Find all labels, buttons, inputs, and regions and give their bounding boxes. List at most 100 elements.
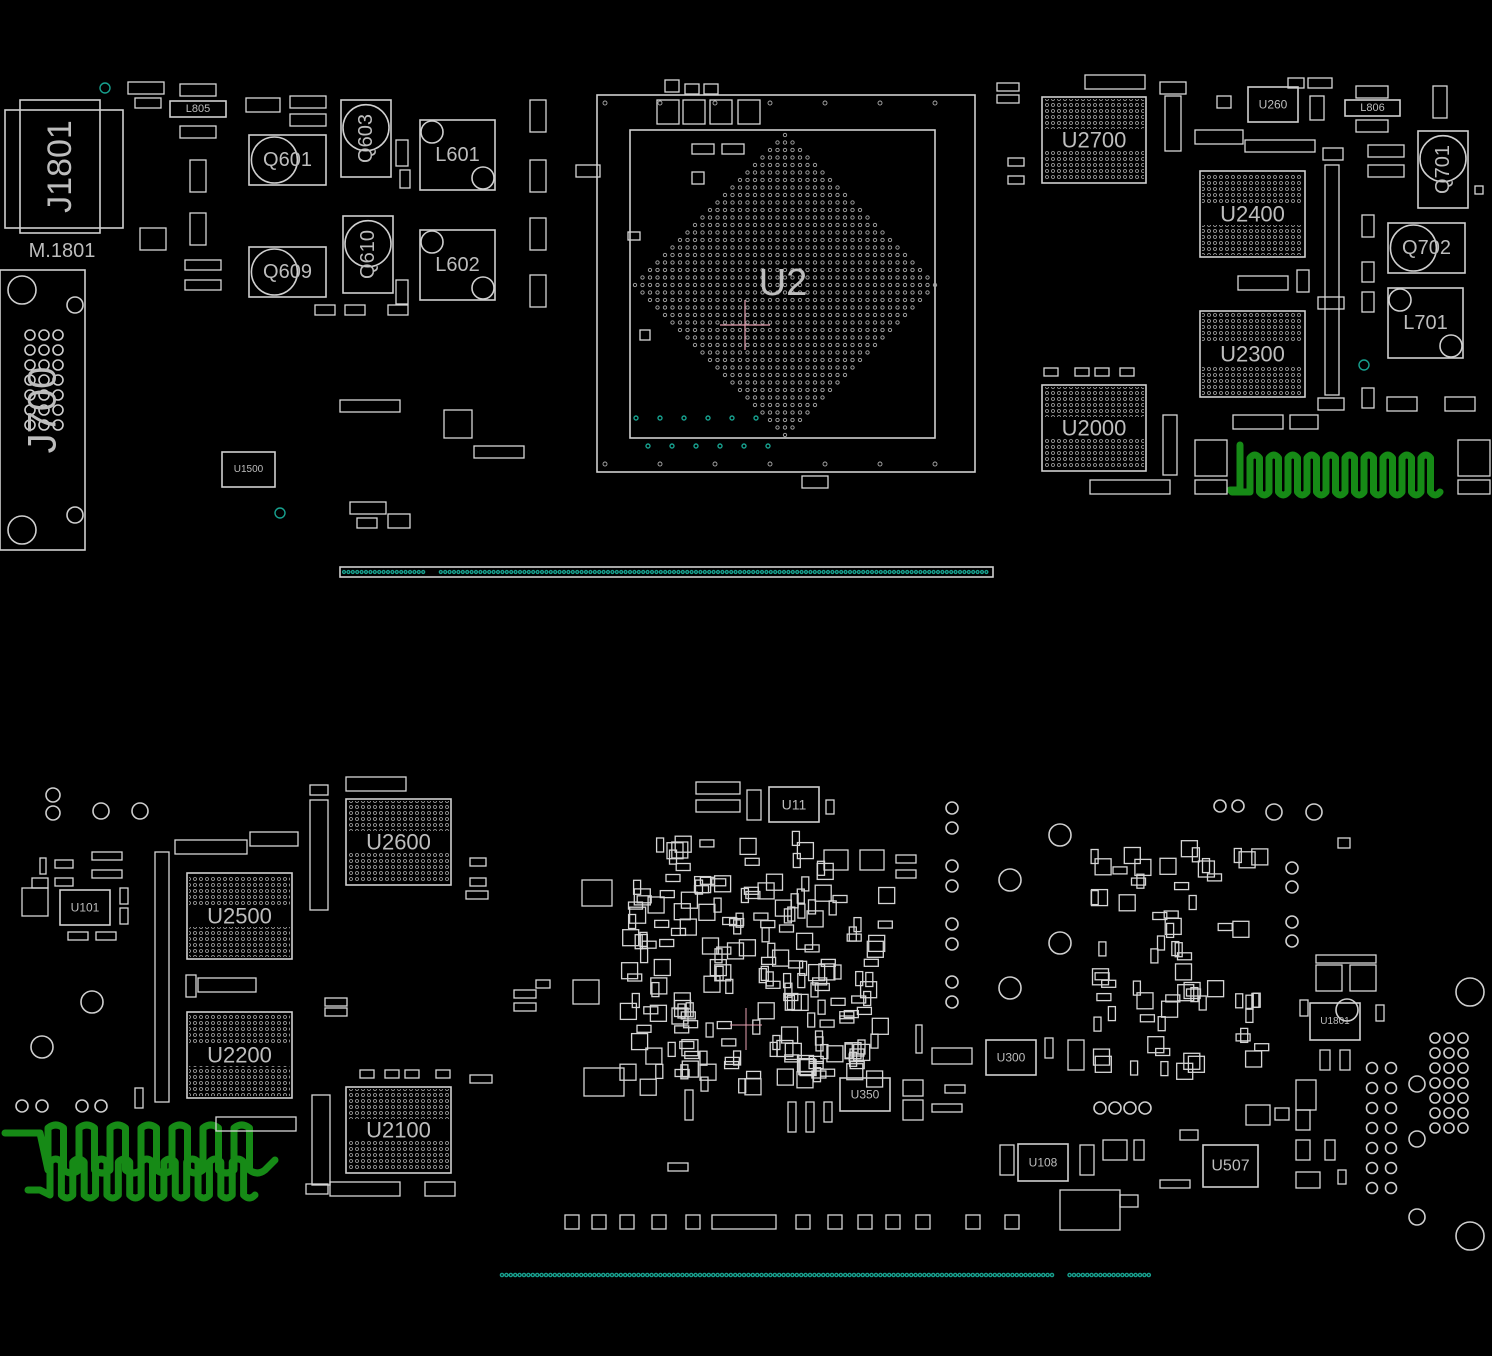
via-hole [1305,803,1323,821]
component-u2400[interactable]: U2400 [1199,170,1306,258]
via-hole [1457,1092,1469,1104]
smd-pad [760,956,777,966]
smd-pad [776,1068,794,1086]
smd-pad [631,992,640,1009]
smd-pad [245,97,281,113]
smd-pad [309,799,329,911]
smd-pad [1118,894,1136,912]
component-u101[interactable]: U101 [59,889,111,926]
component-u350[interactable]: U350 [839,1077,891,1112]
component-j700[interactable]: J700 [0,269,86,551]
component-u507[interactable]: U507 [1202,1144,1259,1188]
smd-pad [1164,95,1182,152]
smd-pad [857,1214,873,1230]
component-l601[interactable]: L601 [419,119,496,191]
component-u2[interactable]: U2 [596,94,976,473]
via-hole [1285,915,1299,929]
smd-pad [655,1063,664,1080]
smd-pad [1367,144,1405,158]
component-u2100[interactable]: U2100 [345,1086,452,1174]
smd-pad [653,958,671,977]
smd-pad [1307,77,1333,89]
component-u300[interactable]: U300 [985,1039,1037,1076]
component-label: U2200 [207,1043,272,1068]
serpentine-trace [1226,441,1244,494]
component-l805[interactable]: L805 [169,100,227,118]
via-hole [45,805,61,821]
smd-pad [786,994,796,1011]
component-q609[interactable]: Q609 [248,246,327,298]
component-label: J700 [21,367,65,454]
smd-pad [738,939,757,957]
smd-pad [324,1007,348,1017]
smd-pad [787,960,804,969]
smd-pad [659,889,675,899]
via-hole [1429,1107,1441,1119]
via-hole [1429,1047,1441,1059]
component-outline [340,99,392,178]
component-u2700[interactable]: U2700 [1041,96,1147,184]
smd-pad [1132,980,1142,996]
smd-pad [853,916,862,933]
component-u2300[interactable]: U2300 [1199,310,1306,398]
component-u2600[interactable]: U2600 [345,798,452,886]
smd-pad [996,94,1020,104]
smd-pad [1289,414,1319,430]
smd-pad [819,1019,835,1028]
component-u11[interactable]: U11 [768,786,820,823]
smd-pad [1444,396,1476,412]
component-u108[interactable]: U108 [1017,1143,1069,1182]
smd-pad [395,139,409,167]
smd-pad [671,1007,689,1025]
trace-layer [1,441,1444,1202]
smd-pad [790,893,799,909]
component-j1801[interactable]: J1801 [4,99,124,234]
smd-pad [877,920,893,929]
component-u2200[interactable]: U2200 [186,1011,293,1099]
component-label: Q610 [357,230,379,279]
component-q701[interactable]: Q701 [1417,130,1469,209]
component-q702[interactable]: Q702 [1387,222,1466,274]
component-l602[interactable]: L602 [419,229,496,301]
smd-pad [324,997,348,1007]
smd-pad [1165,994,1181,1003]
smd-pad [691,171,705,185]
smd-pad [805,1101,815,1133]
smd-pad [1159,857,1177,875]
component-u1500[interactable]: U1500 [221,451,276,488]
component-u2000[interactable]: U2000 [1041,384,1147,472]
smd-pad [816,860,826,876]
smd-pad [31,877,49,889]
smd-pad [721,143,745,155]
crosshair-cursor-icon [720,300,770,350]
component-l701[interactable]: L701 [1387,287,1464,359]
smd-pad [619,1214,635,1230]
component-q610[interactable]: Q610 [342,215,394,294]
component-u260[interactable]: U260 [1247,86,1299,123]
via-hole [945,975,959,989]
smd-pad [691,143,715,155]
component-m1801[interactable]: M.1801 [29,240,96,262]
smd-pad [1317,296,1345,310]
component-q601[interactable]: Q601 [248,134,327,186]
component-l806[interactable]: L806 [1344,99,1401,117]
smd-pad [1183,981,1201,1000]
smd-pad [1157,1016,1166,1032]
smd-pad [811,1070,827,1079]
smd-pad [1094,972,1110,981]
smd-pad [1235,993,1244,1009]
component-u2500[interactable]: U2500 [186,872,293,960]
component-q603[interactable]: Q603 [340,99,392,178]
smd-pad [513,989,537,999]
smd-pad [815,1036,824,1052]
via-hole [1265,803,1283,821]
component-label: U101 [71,901,100,915]
smd-pad [680,1064,689,1080]
smd-pad [1129,1060,1139,1076]
smd-pad [1183,1052,1201,1070]
smd-pad [746,789,762,821]
via-hole [1408,1208,1426,1226]
component-u1801[interactable]: U1801 [1309,1002,1361,1041]
